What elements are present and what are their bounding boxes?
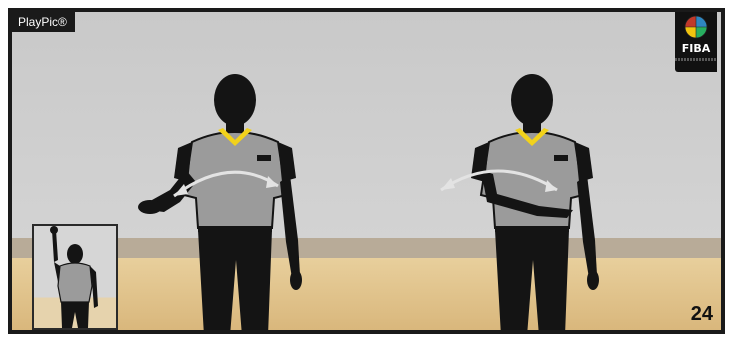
- referee-figure-left: [130, 70, 340, 330]
- referee-signal-scene: PlayPic® FIBA: [12, 12, 721, 330]
- inset-signal-image: [32, 224, 118, 330]
- referee-figure-right: [427, 70, 637, 330]
- playpic-brand-label: PlayPic®: [12, 12, 75, 32]
- fiba-logo-text: FIBA: [675, 42, 717, 55]
- referee-raised-arm-icon: [34, 226, 116, 328]
- page-number: 24: [691, 303, 713, 326]
- fiba-logo: FIBA: [675, 12, 717, 72]
- fiba-logo-tagline: [675, 58, 717, 61]
- illustration-frame: PlayPic® FIBA: [8, 8, 725, 334]
- fiba-ball-logo-icon: [675, 12, 717, 42]
